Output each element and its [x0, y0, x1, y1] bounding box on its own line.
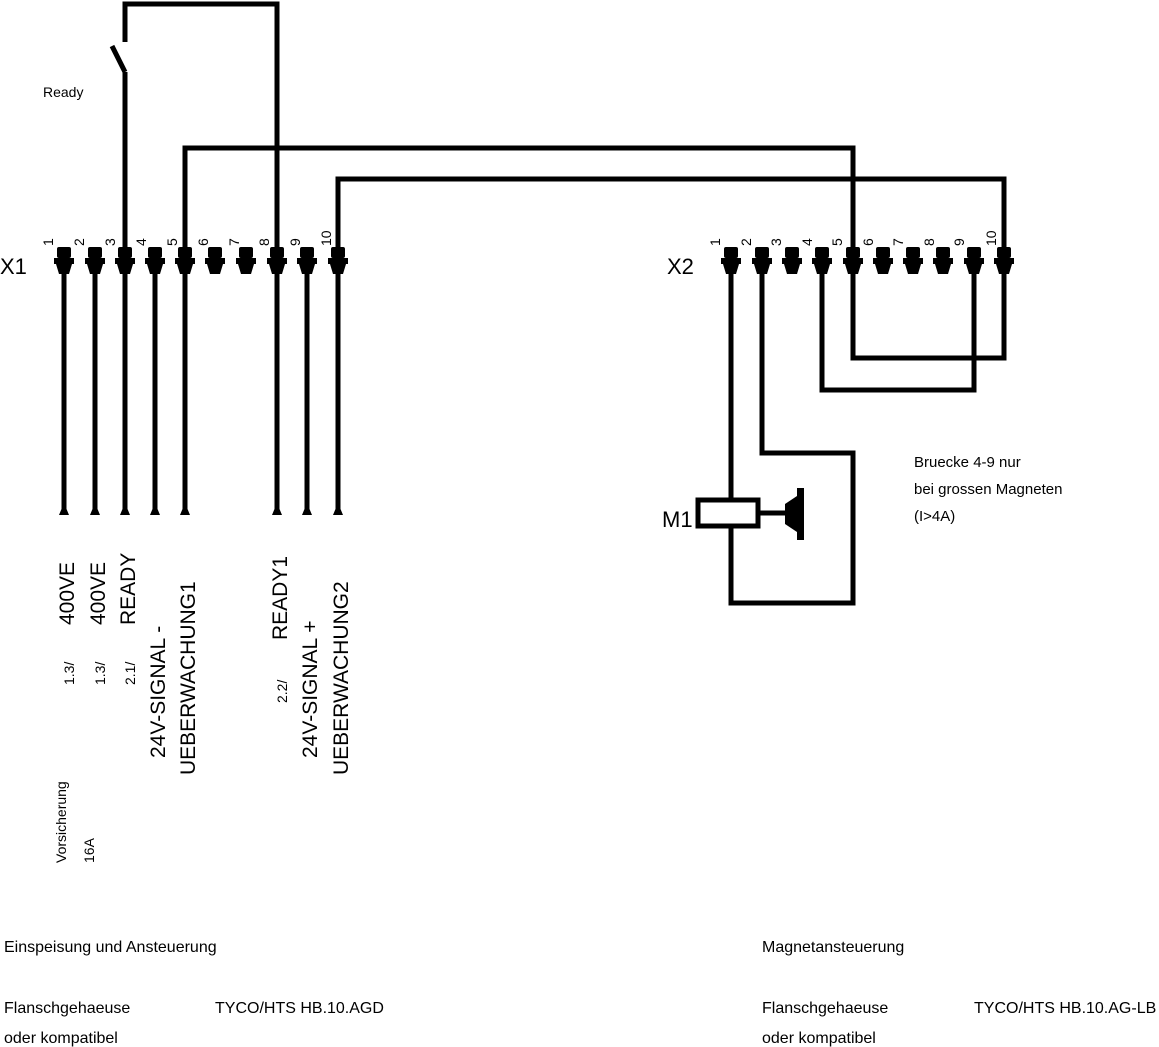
x2-label: X2 — [667, 254, 694, 279]
x2-pin — [964, 247, 984, 274]
x2-pin-number: 4 — [799, 238, 815, 246]
x2-pin — [873, 247, 893, 274]
x2-pin — [903, 247, 923, 274]
fuse-line: 16A — [81, 837, 97, 863]
x1-pin — [205, 247, 225, 274]
x2-pin-number: 10 — [983, 230, 999, 246]
signal-ref: 1.3/ — [61, 662, 77, 685]
x1-pin — [54, 247, 74, 274]
x2-pin-number: 3 — [768, 238, 784, 246]
x1-signal-labels: 400VE 1.3/ 400VE 1.3/ READY 2.1/ 24V-SIG… — [56, 553, 353, 775]
switch-label: Ready — [43, 84, 83, 100]
signal-ueberwachung2: UEBERWACHUNG2 — [330, 581, 353, 775]
signal-24v-minus: 24V-SIGNAL - — [147, 626, 170, 758]
right-block-title: Magnetansteuerung — [762, 939, 904, 956]
signal-ref: 1.3/ — [92, 662, 108, 685]
right-housing-value: TYCO/HTS HB.10.AG-LB — [974, 1000, 1156, 1017]
magnet-wiring — [728, 270, 856, 606]
fuse-note: Vorsicherung 16A — [53, 781, 97, 863]
x1-pin-number: 6 — [195, 238, 211, 246]
signal-400ve-1: 400VE — [56, 562, 79, 625]
x2-pin — [933, 247, 953, 274]
x1-arrows — [59, 503, 343, 515]
x2-pins — [721, 247, 1014, 274]
bridge-note-line: bei grossen Magneten — [914, 481, 1062, 498]
x1-wires — [61, 270, 341, 512]
x2-pin-number: 5 — [829, 238, 845, 246]
x1-pin — [145, 247, 165, 274]
fuse-line: Vorsicherung — [53, 781, 69, 863]
signal-ready: READY — [117, 553, 140, 625]
x1-pin-number: 10 — [318, 230, 334, 246]
bridge-note: Bruecke 4-9 nur bei grossen Magneten (I>… — [914, 454, 1062, 525]
x2-pin-number: 6 — [860, 238, 876, 246]
x1-pin — [236, 247, 256, 274]
left-housing-value: TYCO/HTS HB.10.AGD — [215, 1000, 384, 1017]
x1-pin — [267, 247, 287, 274]
x1-pin-number: 9 — [287, 238, 303, 246]
x2-pin-number: 2 — [738, 238, 754, 246]
signal-24v-plus: 24V-SIGNAL + — [299, 620, 322, 758]
magnet-m1 — [695, 488, 804, 540]
signal-ueberwachung1: UEBERWACHUNG1 — [177, 581, 200, 775]
right-housing-label: Flanschgehaeuse — [762, 1000, 888, 1017]
x1-pins — [54, 247, 348, 274]
ready-switch — [109, 1, 280, 250]
signal-ref: 2.1/ — [122, 662, 138, 685]
left-housing-label: Flanschgehaeuse — [4, 1000, 130, 1017]
x1-pin-number: 4 — [133, 238, 149, 246]
x1-pin-number: 2 — [71, 238, 87, 246]
x1-pin — [115, 247, 135, 274]
x1-pin-number: 5 — [164, 238, 180, 246]
x1-pin — [297, 247, 317, 274]
x2-pin — [721, 247, 741, 274]
x1-pin-number: 8 — [256, 238, 272, 246]
x2-pin — [782, 247, 802, 274]
signal-400ve-2: 400VE — [87, 562, 110, 625]
x2-pin-number: 9 — [951, 238, 967, 246]
x2-pin-number: 1 — [707, 238, 723, 246]
x1-pin — [328, 247, 348, 274]
x2-pin-numbers: 1 2 3 4 5 6 7 8 9 10 — [707, 230, 999, 246]
x1-pin-numbers: 1 2 3 4 5 6 7 8 9 10 — [40, 230, 334, 246]
right-title-block: Magnetansteuerung Flanschgehaeuse TYCO/H… — [762, 939, 1156, 1047]
x1-pin-number: 3 — [102, 238, 118, 246]
x1-pin — [175, 247, 195, 274]
bridge-note-line: Bruecke 4-9 nur — [914, 454, 1021, 471]
left-block-title: Einspeisung und Ansteuerung — [4, 939, 217, 956]
x2-pin — [843, 247, 863, 274]
x2-pin — [994, 247, 1014, 274]
x1-pin-number: 7 — [226, 238, 242, 246]
signal-ref: 2.2/ — [274, 680, 290, 703]
x1-pin-number: 1 — [40, 238, 56, 246]
x2-pin — [752, 247, 772, 274]
bridge-4-9 — [819, 270, 977, 393]
x1-label: X1 — [0, 254, 27, 279]
x2-pin — [812, 247, 832, 274]
x2-pin-number: 7 — [890, 238, 906, 246]
motor-label: M1 — [662, 507, 693, 532]
x1-pin — [85, 247, 105, 274]
signal-ready1: READY1 — [269, 556, 292, 640]
x2-pin-number: 8 — [921, 238, 937, 246]
right-alt: oder kompatibel — [762, 1030, 876, 1047]
bridge-note-line: (I>4A) — [914, 508, 955, 525]
left-title-block: Einspeisung und Ansteuerung Flanschgehae… — [4, 939, 384, 1047]
left-alt: oder kompatibel — [4, 1030, 118, 1047]
